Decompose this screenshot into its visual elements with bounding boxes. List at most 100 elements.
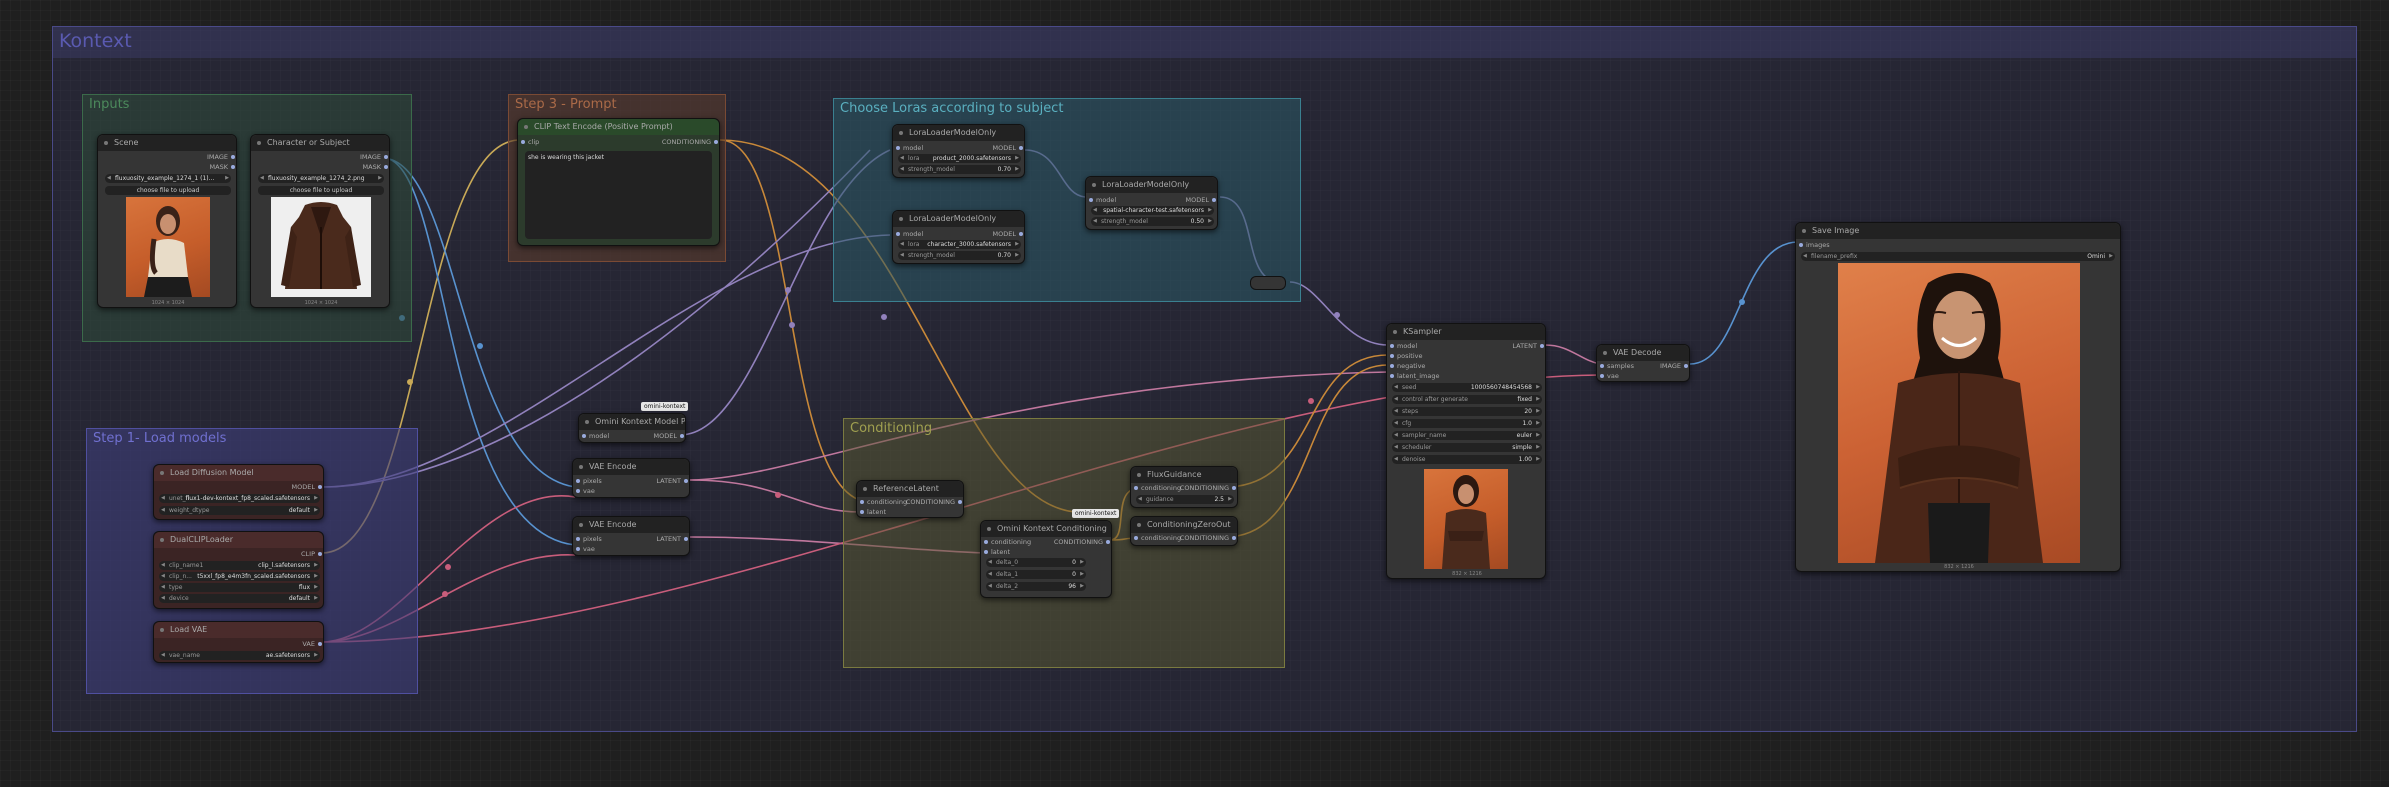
group-title-kontext: Kontext — [59, 30, 132, 52]
group-title-inputs: Inputs — [89, 97, 130, 112]
input-images[interactable]: images — [1798, 241, 1830, 249]
delta-2-input[interactable]: delta_296 — [986, 582, 1086, 591]
output-conditioning[interactable]: CONDITIONING — [1180, 534, 1237, 542]
node-clip-text-encode[interactable]: CLIP Text Encode (Positive Prompt) clip … — [517, 118, 720, 246]
output-model[interactable]: MODEL — [292, 483, 323, 491]
node-character-subject[interactable]: Character or Subject IMAGE MASK fluxuosi… — [250, 134, 390, 308]
output-image[interactable]: IMAGE — [1660, 362, 1689, 370]
output-model[interactable]: MODEL — [993, 230, 1024, 238]
input-conditioning[interactable]: conditioning — [1133, 484, 1181, 492]
node-dual-clip-loader[interactable]: DualCLIPLoader CLIP clip_name1clip_l.saf… — [153, 531, 324, 609]
input-conditioning[interactable]: conditioning — [859, 498, 907, 506]
node-flux-guidance[interactable]: FluxGuidance conditioning CONDITIONING g… — [1130, 466, 1238, 508]
node-vae-decode[interactable]: VAE Decode samples vae IMAGE — [1596, 344, 1690, 382]
input-latent[interactable]: latent — [983, 548, 1010, 556]
output-latent[interactable]: LATENT — [656, 535, 689, 543]
input-samples[interactable]: samples — [1599, 362, 1634, 370]
input-positive[interactable]: positive — [1389, 352, 1423, 360]
node-omini-kontext-model-patch[interactable]: Omini Kontext Model Patch model MODEL — [578, 413, 686, 443]
prompt-textarea[interactable]: she is wearing this jacket — [525, 151, 712, 239]
node-scene[interactable]: Scene IMAGE MASK fluxuosity_example_1274… — [97, 134, 237, 308]
input-model[interactable]: model — [895, 230, 923, 238]
node-load-diffusion-model[interactable]: Load Diffusion Model MODEL unet_n...flux… — [153, 464, 324, 520]
output-conditioning[interactable]: CONDITIONING — [662, 138, 719, 146]
input-conditioning[interactable]: conditioning — [983, 538, 1031, 546]
lora-name-select[interactable]: spatial-character-test.safetensors — [1091, 206, 1214, 215]
node-title: VAE Decode — [1597, 345, 1689, 361]
delta-1-input[interactable]: delta_10 — [986, 570, 1086, 579]
input-clip[interactable]: clip — [520, 138, 539, 146]
input-vae[interactable]: vae — [575, 545, 595, 553]
input-model[interactable]: model — [1389, 342, 1417, 350]
node-vae-encode-1[interactable]: VAE Encode pixels vae LATENT — [572, 458, 690, 498]
output-model[interactable]: MODEL — [654, 432, 685, 440]
group-loras[interactable]: Choose Loras according to subject — [833, 98, 1301, 302]
upload-button[interactable]: choose file to upload — [105, 186, 231, 195]
node-lora-loader-3[interactable]: LoraLoaderModelOnly model MODEL spatial-… — [1085, 176, 1218, 230]
node-title: LoraLoaderModelOnly — [1086, 177, 1217, 193]
input-model[interactable]: model — [581, 432, 609, 440]
input-vae[interactable]: vae — [575, 487, 595, 495]
output-conditioning[interactable]: CONDITIONING — [906, 498, 963, 506]
output-mask[interactable]: MASK — [210, 163, 236, 171]
output-latent[interactable]: LATENT — [1512, 342, 1545, 350]
input-pixels[interactable]: pixels — [575, 477, 602, 485]
output-model[interactable]: MODEL — [1186, 196, 1217, 204]
node-ksampler[interactable]: KSampler model positive negative latent_… — [1386, 323, 1546, 579]
node-lora-loader-2[interactable]: LoraLoaderModelOnly model MODEL lorachar… — [892, 210, 1025, 264]
node-omini-kontext-conditioning[interactable]: Omini Kontext Conditioning conditioning … — [980, 520, 1112, 598]
image-file-select[interactable]: fluxuosity_example_1274_1 (1)... — [105, 174, 231, 183]
output-conditioning[interactable]: CONDITIONING — [1054, 538, 1111, 546]
node-conditioning-zero-out[interactable]: ConditioningZeroOut conditioning CONDITI… — [1130, 516, 1238, 546]
delta-0-input[interactable]: delta_00 — [986, 558, 1086, 567]
input-negative[interactable]: negative — [1389, 362, 1425, 370]
upload-button[interactable]: choose file to upload — [258, 186, 384, 195]
input-model[interactable]: model — [895, 144, 923, 152]
output-image[interactable]: IMAGE — [207, 153, 236, 161]
unet-name-select[interactable]: unet_n...flux1-dev-kontext_fp8_scaled.sa… — [159, 494, 320, 503]
node-reference-latent[interactable]: ReferenceLatent conditioning latent COND… — [856, 480, 964, 518]
output-model[interactable]: MODEL — [993, 144, 1024, 152]
output-conditioning[interactable]: CONDITIONING — [1180, 484, 1237, 492]
node-vae-encode-2[interactable]: VAE Encode pixels vae LATENT — [572, 516, 690, 556]
node-lora-loader-1[interactable]: LoraLoaderModelOnly model MODEL loraprod… — [892, 124, 1025, 178]
node-title: VAE Encode — [573, 517, 689, 533]
image-file-select[interactable]: fluxuosity_example_1274_2.png — [258, 174, 384, 183]
reroute-node[interactable] — [1250, 276, 1286, 290]
input-latent-image[interactable]: latent_image — [1389, 372, 1440, 380]
output-clip[interactable]: CLIP — [301, 550, 323, 558]
input-latent[interactable]: latent — [859, 508, 886, 516]
input-pixels[interactable]: pixels — [575, 535, 602, 543]
output-image[interactable]: IMAGE — [360, 153, 389, 161]
output-mask[interactable]: MASK — [363, 163, 389, 171]
input-vae[interactable]: vae — [1599, 372, 1619, 380]
output-latent[interactable]: LATENT — [656, 477, 689, 485]
output-image-preview — [1838, 263, 2080, 563]
image-preview — [271, 197, 371, 297]
input-conditioning[interactable]: conditioning — [1133, 534, 1181, 542]
output-vae[interactable]: VAE — [302, 640, 323, 648]
input-model[interactable]: model — [1088, 196, 1116, 204]
clip-name2-select[interactable]: clip_n...t5xxl_fp8_e4m3fn_scaled.safeten… — [159, 572, 320, 581]
